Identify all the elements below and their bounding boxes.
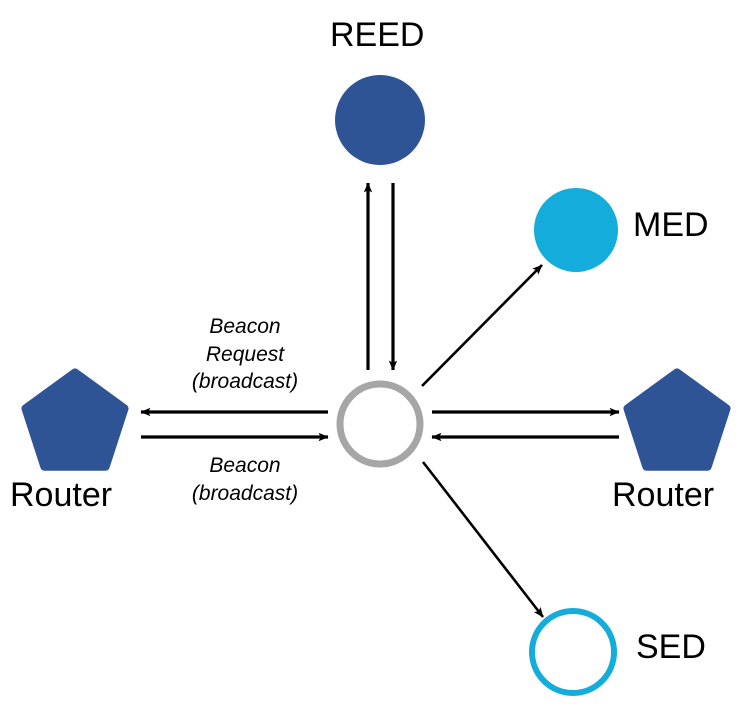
edges-layer [140, 182, 620, 618]
node-label-router-left: Router [10, 476, 113, 514]
node-label-reed: REED [330, 16, 425, 54]
node-label-sed: SED [636, 628, 706, 666]
node-sed[interactable] [529, 608, 617, 696]
node-router-right[interactable] [623, 368, 731, 471]
node-reed[interactable] [335, 75, 425, 165]
edge-center-to-med [421, 264, 543, 387]
edge-label-beacon: Beacon (broadcast) [191, 454, 299, 505]
node-center-device[interactable] [336, 380, 424, 468]
edge-label-beacon-request: Beacon Request (broadcast) [191, 315, 299, 394]
edge-center-to-sed [421, 461, 545, 618]
node-label-router-right: Router [612, 476, 715, 514]
node-label-med: MED [633, 206, 709, 244]
nodes-layer [21, 75, 731, 696]
node-med[interactable] [534, 188, 618, 272]
node-router-left[interactable] [21, 368, 129, 471]
